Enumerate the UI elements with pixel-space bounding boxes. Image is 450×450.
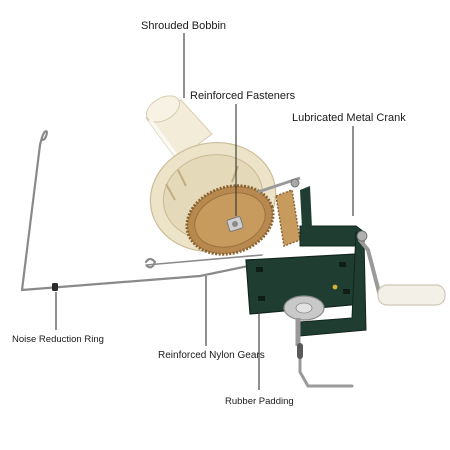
label-lubricated-metal-crank: Lubricated Metal Crank xyxy=(292,112,406,124)
crank-handle xyxy=(377,284,446,306)
clamp-spindle-disc xyxy=(283,295,325,346)
lubricated-metal-crank xyxy=(356,230,446,306)
noise-reduction-ring xyxy=(52,283,58,291)
reinforced-nylon-gear xyxy=(185,184,275,256)
drive-gear xyxy=(257,176,301,248)
shrouded-bobbin xyxy=(145,95,213,161)
label-reinforced-nylon-gears: Reinforced Nylon Gears xyxy=(158,350,265,361)
label-shrouded-bobbin: Shrouded Bobbin xyxy=(141,20,227,32)
yarn-guide-wire xyxy=(20,130,270,292)
label-reinforced-fasteners: Reinforced Fasteners xyxy=(190,90,296,102)
callout-leader-lines xyxy=(55,33,354,390)
green-metal-frame xyxy=(245,186,367,337)
rubber-padding-clamp-screw xyxy=(297,343,354,388)
label-rubber-padding: Rubber Padding xyxy=(225,396,294,407)
label-noise-reduction-ring: Noise Reduction Ring xyxy=(12,334,104,345)
